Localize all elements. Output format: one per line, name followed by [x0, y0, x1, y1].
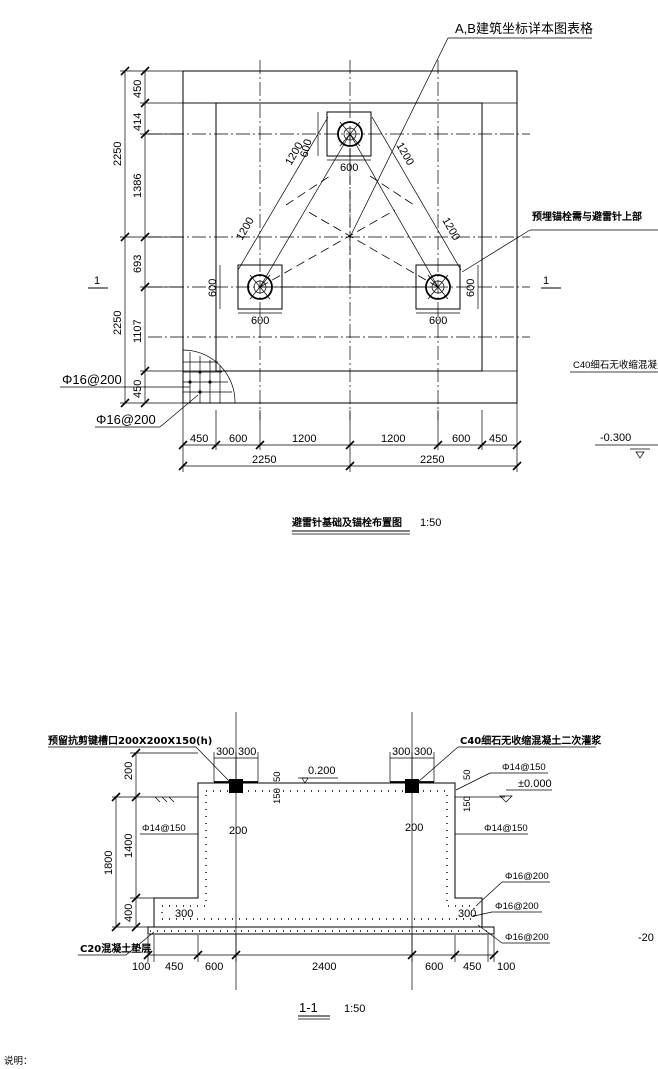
- section-mark-right: 1: [543, 275, 549, 287]
- section-bottom-dim-5: 600: [425, 961, 443, 973]
- rebar-bottom-2: Φ16@200: [495, 901, 539, 912]
- section-left-dim-3: 400: [123, 904, 135, 922]
- label-c20-bedding: C20混凝土垫层: [80, 942, 151, 955]
- plan-scale: 1:50: [420, 517, 441, 529]
- inner-dim-right: 200: [405, 822, 423, 834]
- rebar-label-2: Φ16@200: [96, 412, 156, 427]
- anchor-pad-right: [415, 264, 461, 310]
- plan-leaders: [60, 37, 658, 535]
- foundation-outline: [153, 782, 483, 928]
- section-bottom-dim-4: 2400: [312, 961, 336, 973]
- pad-dimension-lines: [219, 112, 479, 314]
- section-view: 预留抗剪键槽口200X200X150(h) C40细石无收缩混凝土二次灌浆 30…: [48, 712, 602, 1020]
- plan-left-dim-4: 693: [132, 255, 144, 273]
- rebar-cage: [161, 790, 475, 920]
- diag-dim-2: 600: [298, 138, 314, 159]
- pad-dim-right-vertical: 600: [465, 279, 477, 297]
- section-bottom-dim-3: 600: [205, 961, 223, 973]
- label-c40-grout: C40细石无收缩混凝土二次灌浆: [460, 734, 602, 747]
- plan-bottom-dimension-chain: [178, 403, 522, 472]
- plan-left-dim-1: 450: [132, 80, 144, 98]
- plan-triangle: [237, 116, 462, 288]
- elevation-zero: ±0.000: [518, 778, 552, 790]
- section-scale: 1:50: [344, 1003, 365, 1015]
- plan-bottom-dim-2: 600: [229, 433, 247, 445]
- top-dim-right-1: 300: [392, 746, 410, 758]
- rebar-bottom-3: Φ16@200: [505, 932, 549, 943]
- corner-rebar-detail: [182, 349, 236, 404]
- footer-note: 说明：: [4, 1055, 33, 1067]
- section-title: 1-1: [299, 1000, 318, 1015]
- section-bottom-dim-1: 100: [132, 961, 150, 973]
- rebar-left-wall: Φ14@150: [142, 823, 186, 834]
- rebar-top: Φ14@150: [502, 762, 546, 773]
- callout-embedded-anchor: 预埋锚栓需与避雷针上部: [532, 210, 642, 223]
- plan-bottom-dim-6: 450: [489, 433, 507, 445]
- elevation-partial-2: -20: [638, 932, 654, 944]
- pad-dim-top: 600: [340, 162, 358, 174]
- plan-title: 避雷针基础及锚栓布置图: [291, 516, 402, 529]
- inner-dim-left: 200: [229, 825, 247, 837]
- elevation-top: 0.200: [308, 765, 336, 777]
- diag-dim-4: 1200: [234, 215, 257, 242]
- small-dim-4: 50: [462, 769, 473, 780]
- section-left-dim-2: 1400: [123, 834, 135, 858]
- plan-bottom-dim-3: 1200: [292, 433, 316, 445]
- plan-bottom-total-1: 2250: [252, 454, 276, 466]
- concrete-bedding: [147, 926, 495, 935]
- plan-bottom-dim-4: 1200: [381, 433, 405, 445]
- plan-left-dim-2: 414: [132, 113, 144, 131]
- anchor-pad-top: [326, 111, 372, 157]
- section-left-total: 1800: [103, 851, 115, 875]
- pad-dim-left-vertical: 600: [207, 279, 219, 297]
- step-dim-right: 300: [458, 908, 476, 920]
- plan-bottom-dim-5: 600: [452, 433, 470, 445]
- top-dim-left-1: 300: [216, 746, 234, 758]
- plan-view: A,B建筑坐标详本图表格 预埋锚栓需与避雷针上部 C40细石无收缩混凝土二 -0…: [60, 21, 658, 944]
- callout-c40-partial: C40细石无收缩混凝土二: [573, 359, 658, 371]
- anchor-pad-left: [237, 264, 283, 310]
- elevation-partial: -0.300: [600, 432, 631, 444]
- plan-bottom-total-2: 2250: [420, 454, 444, 466]
- pad-dim-right: 600: [429, 315, 447, 327]
- top-dim-right-2: 300: [414, 746, 432, 758]
- section-left-dim-1: 200: [123, 762, 135, 780]
- plan-left-total-1: 2250: [112, 142, 124, 166]
- small-dim-2: 150: [272, 788, 283, 804]
- rebar-bottom-1: Φ16@200: [505, 871, 549, 882]
- plan-left-dim-3: 1386: [132, 174, 144, 198]
- plan-grid-lines: [148, 60, 530, 420]
- plan-left-total-2: 2250: [112, 311, 124, 335]
- plan-left-dimension-chain: [120, 66, 216, 408]
- step-dim-left: 300: [175, 908, 193, 920]
- section-bottom-dim-6: 450: [463, 961, 481, 973]
- pad-dim-left: 600: [251, 315, 269, 327]
- section-bottom-dim-7: 100: [497, 961, 515, 973]
- rebar-label-1: Φ16@200: [62, 372, 122, 387]
- section-bottom-dim-2: 450: [165, 961, 183, 973]
- diag-dim-3: 1200: [393, 141, 416, 168]
- section-mark-left: 1: [94, 275, 100, 287]
- callout-ab-coords: A,B建筑坐标详本图表格: [455, 21, 593, 36]
- top-dim-left-2: 300: [238, 746, 256, 758]
- plan-bottom-dim-1: 450: [190, 433, 208, 445]
- plan-left-dim-5: 1107: [132, 319, 144, 343]
- rebar-right-wall: Φ14@150: [484, 823, 528, 834]
- small-dim-1: 50: [272, 771, 283, 782]
- small-dim-3: 150: [462, 796, 473, 812]
- label-reserve-groove: 预留抗剪键槽口200X200X150(h): [48, 734, 212, 747]
- plan-left-dim-6: 450: [132, 380, 144, 398]
